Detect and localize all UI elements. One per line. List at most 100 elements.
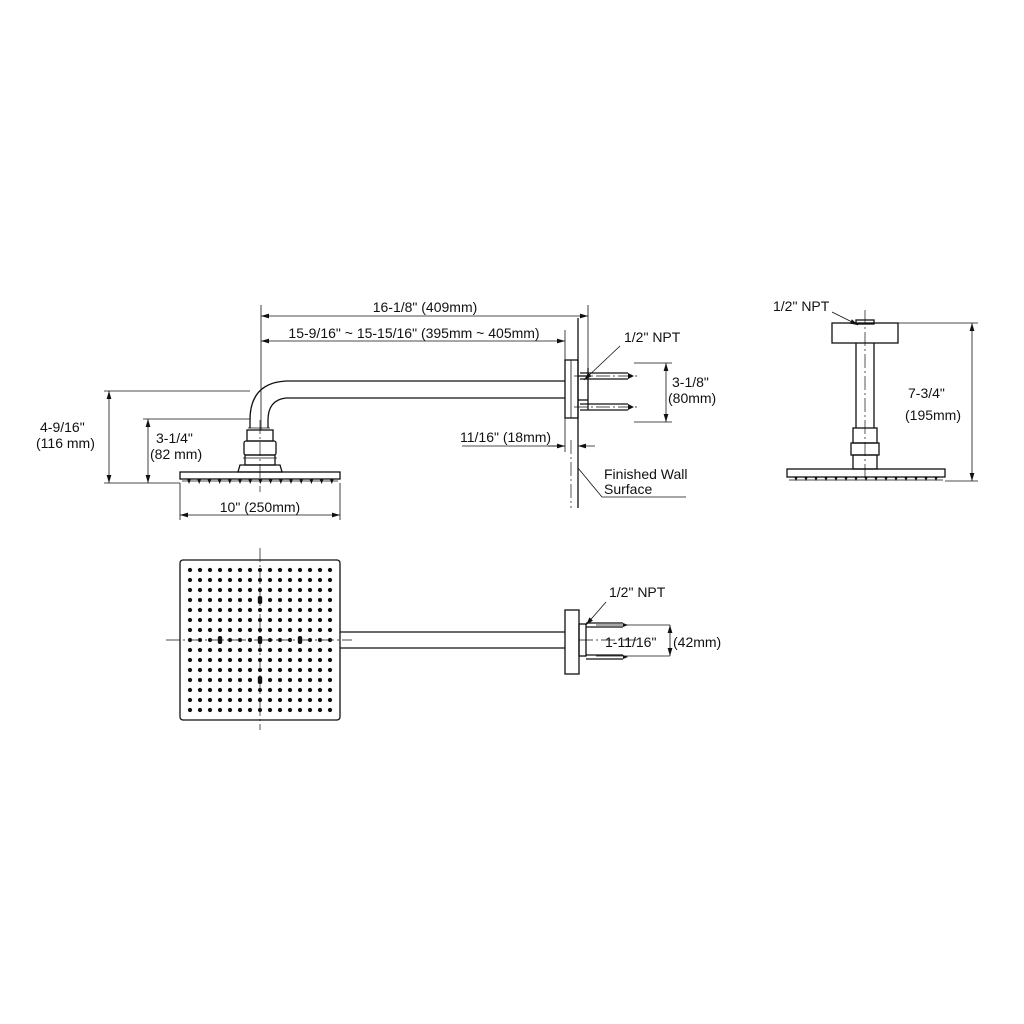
nozzle-icon bbox=[307, 687, 313, 693]
front-view: 1/2" NPT 7-3/4" (195mm) bbox=[773, 298, 978, 482]
nozzle-icon bbox=[307, 587, 313, 593]
nozzle-icon bbox=[277, 687, 283, 693]
nozzle-icon bbox=[267, 657, 273, 663]
nozzle-icon bbox=[267, 687, 273, 693]
nozzle-icon bbox=[287, 697, 293, 703]
nozzle-icon bbox=[307, 567, 313, 573]
nozzle-icon bbox=[297, 587, 303, 593]
nozzle-icon bbox=[227, 697, 233, 703]
nozzle-icon bbox=[277, 677, 283, 683]
nozzle-icon bbox=[247, 627, 253, 633]
nozzle-tip-icon bbox=[794, 477, 798, 481]
nozzle-icon bbox=[247, 707, 253, 713]
nozzle-icon bbox=[187, 617, 193, 623]
nozzle-icon bbox=[247, 617, 253, 623]
nozzle-icon bbox=[247, 657, 253, 663]
nozzle-icon bbox=[307, 707, 313, 713]
nozzle-icon bbox=[307, 697, 313, 703]
nozzle-icon bbox=[207, 607, 213, 613]
nozzle-icon bbox=[217, 597, 223, 603]
nozzle-tip-icon bbox=[238, 479, 242, 484]
nozzle-icon bbox=[237, 577, 243, 583]
nozzle-tip-icon bbox=[894, 477, 898, 481]
nozzle-icon bbox=[187, 707, 193, 713]
nozzle-icon bbox=[237, 587, 243, 593]
nozzle-tip-icon bbox=[914, 477, 918, 481]
nozzle-icon bbox=[187, 577, 193, 583]
nozzle-icon bbox=[187, 597, 193, 603]
nozzle-icon bbox=[287, 597, 293, 603]
nozzle-icon bbox=[247, 597, 253, 603]
nozzle-icon bbox=[267, 617, 273, 623]
nozzle-icon bbox=[287, 617, 293, 623]
nozzle-tip-icon bbox=[824, 477, 828, 481]
nozzle-icon bbox=[217, 627, 223, 633]
nozzle-icon bbox=[327, 587, 333, 593]
nozzle-icon bbox=[307, 647, 313, 653]
nozzle-icon bbox=[307, 657, 313, 663]
nozzle-icon bbox=[277, 627, 283, 633]
nozzle-icon bbox=[327, 627, 333, 633]
nozzle-icon bbox=[207, 677, 213, 683]
nozzle-icon bbox=[327, 667, 333, 673]
nozzle-icon bbox=[287, 567, 293, 573]
nozzle-icon bbox=[197, 607, 203, 613]
nozzle-icon bbox=[197, 617, 203, 623]
nozzle-icon bbox=[187, 677, 193, 683]
nozzle-icon bbox=[297, 577, 303, 583]
nozzle-icon bbox=[247, 687, 253, 693]
nozzle-icon bbox=[267, 597, 273, 603]
nozzle-tip-icon bbox=[299, 479, 304, 484]
nozzle-icon bbox=[277, 597, 283, 603]
nozzle-icon bbox=[287, 577, 293, 583]
nozzle-icon bbox=[227, 587, 233, 593]
nozzle-icon bbox=[277, 667, 283, 673]
nozzle-tip-icon bbox=[217, 479, 222, 484]
nozzle-icon bbox=[237, 697, 243, 703]
nozzle-icon bbox=[317, 597, 323, 603]
total-height-mm-label: (116 mm) bbox=[36, 435, 95, 451]
side-view: 16-1/8" (409mm) 15-9/16" ~ 15-15/16" (39… bbox=[36, 299, 716, 520]
nozzle-icon bbox=[257, 627, 263, 633]
shower-arm bbox=[248, 380, 565, 429]
nozzle-icon bbox=[237, 647, 243, 653]
nozzle-icon bbox=[307, 677, 313, 683]
nozzle-icon bbox=[297, 627, 303, 633]
nozzle-tip-icon bbox=[319, 479, 324, 484]
nozzle-icon bbox=[277, 567, 283, 573]
nozzle-icon bbox=[317, 707, 323, 713]
nozzle-icon bbox=[287, 587, 293, 593]
nozzle-tip-icon bbox=[934, 477, 938, 481]
nozzle-tip-icon bbox=[864, 477, 868, 481]
nozzle-icon bbox=[297, 677, 303, 683]
nozzle-icon bbox=[297, 707, 303, 713]
nozzle-icon bbox=[297, 607, 303, 613]
nozzle-icon bbox=[327, 577, 333, 583]
nozzle-icon bbox=[287, 607, 293, 613]
nozzle-icon bbox=[297, 567, 303, 573]
nozzle-tip-icon bbox=[884, 477, 888, 481]
nozzle-icon bbox=[217, 677, 223, 683]
nozzle-icon bbox=[317, 587, 323, 593]
nozzle-icon bbox=[187, 657, 193, 663]
nozzle-icon bbox=[317, 697, 323, 703]
nozzle-icon bbox=[207, 687, 213, 693]
nozzle-icon bbox=[217, 617, 223, 623]
nozzle-icon bbox=[217, 707, 223, 713]
side-npt-label: 1/2" NPT bbox=[624, 329, 681, 345]
nozzle-icon bbox=[267, 637, 273, 643]
nozzle-tip-icon bbox=[227, 479, 232, 484]
nozzle-icon bbox=[297, 697, 303, 703]
nozzle-icon bbox=[237, 567, 243, 573]
nozzle-icon bbox=[187, 567, 193, 573]
nozzle-icon bbox=[217, 647, 223, 653]
nozzle-icon bbox=[247, 607, 253, 613]
pin-offset-in-label: 1-11/16" bbox=[605, 634, 656, 650]
nozzle-icon bbox=[317, 627, 323, 633]
nozzle-icon bbox=[237, 707, 243, 713]
nozzle-icon bbox=[267, 577, 273, 583]
nozzle-icon bbox=[217, 607, 223, 613]
top-npt-label: 1/2" NPT bbox=[609, 584, 666, 600]
nozzle-icon bbox=[207, 577, 213, 583]
front-height-in-label: 7-3/4" bbox=[908, 385, 945, 401]
